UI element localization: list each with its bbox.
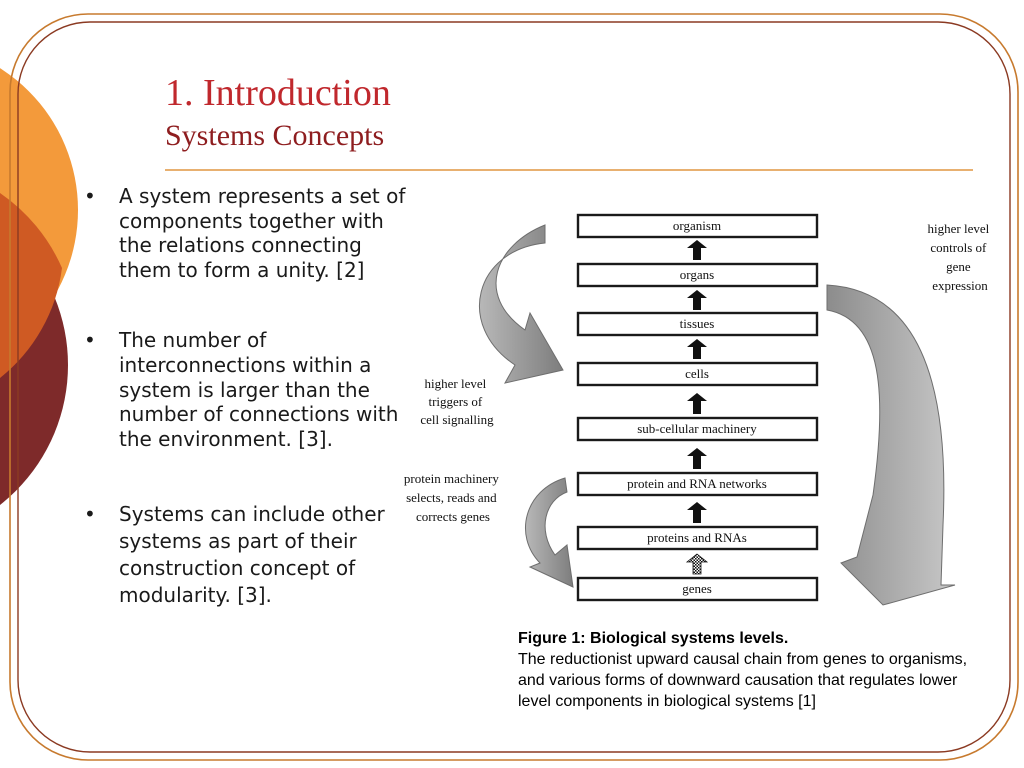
caption-text: The reductionist upward causal chain fro… xyxy=(518,651,968,710)
caption-title: Figure 1: Biological systems levels. xyxy=(518,630,789,647)
bullet-list: • A system represents a set of component… xyxy=(84,184,419,609)
bullet-marker: • xyxy=(84,328,96,353)
level-label: genes xyxy=(682,581,712,596)
level-label: proteins and RNAs xyxy=(647,530,747,545)
level-box: sub-cellular machinery xyxy=(576,416,819,442)
figure-caption: Figure 1: Biological systems levels. The… xyxy=(518,628,988,712)
right-annotation: higher level controls of gene expression xyxy=(928,221,993,293)
slide-frame-outer xyxy=(9,13,1019,761)
level-label: protein and RNA networks xyxy=(627,476,767,491)
left-upper-annotation: higher level triggers of cell signalling xyxy=(420,376,494,427)
bullet-text: A system represents a set of components … xyxy=(119,184,406,282)
cell-signalling-arrow xyxy=(478,224,564,384)
bullet-text: Systems can include other systems as par… xyxy=(119,502,385,608)
level-box: organism xyxy=(576,213,819,239)
slide-title: 1. Introduction xyxy=(165,72,391,114)
level-box: cells xyxy=(576,361,819,387)
level-label: cells xyxy=(685,366,709,381)
gene-correction-arrow xyxy=(525,477,574,588)
downward-causation-arrow-right xyxy=(826,284,956,606)
bullet-item: • Systems can include other systems as p… xyxy=(84,501,419,609)
bullet-marker: • xyxy=(84,184,96,208)
level-box: tissues xyxy=(576,311,819,337)
up-arrow-icon xyxy=(687,290,707,310)
checkered-up-arrow-icon xyxy=(685,553,709,575)
left-lower-annotation: protein machinery selects, reads and cor… xyxy=(404,471,502,524)
up-arrow-icon xyxy=(687,339,707,359)
level-label: organism xyxy=(673,218,721,233)
level-label: tissues xyxy=(680,316,715,331)
bullet-item: • The number of interconnections within … xyxy=(84,328,419,451)
title-divider xyxy=(165,169,973,171)
up-arrow-icon xyxy=(687,502,707,523)
level-label: sub-cellular machinery xyxy=(637,421,757,436)
level-box: genes xyxy=(576,576,819,602)
slide-frame-inner xyxy=(17,21,1011,753)
up-arrow-icon xyxy=(687,393,707,414)
level-box: organs xyxy=(576,262,819,288)
up-arrow-icon xyxy=(687,240,707,260)
level-box: proteins and RNAs xyxy=(576,525,819,551)
level-label: organs xyxy=(680,267,714,282)
up-arrow-icon xyxy=(687,448,707,469)
biological-levels-diagram: organism organs tissues cells sub-cellul… xyxy=(404,213,993,606)
bullet-marker: • xyxy=(84,502,96,527)
bullet-item: • A system represents a set of component… xyxy=(84,184,419,282)
slide-subtitle: Systems Concepts xyxy=(165,119,385,152)
bullet-text: The number of interconnections within a … xyxy=(119,328,399,451)
level-box: protein and RNA networks xyxy=(576,471,819,497)
circle-overlap-decoration xyxy=(0,193,62,378)
